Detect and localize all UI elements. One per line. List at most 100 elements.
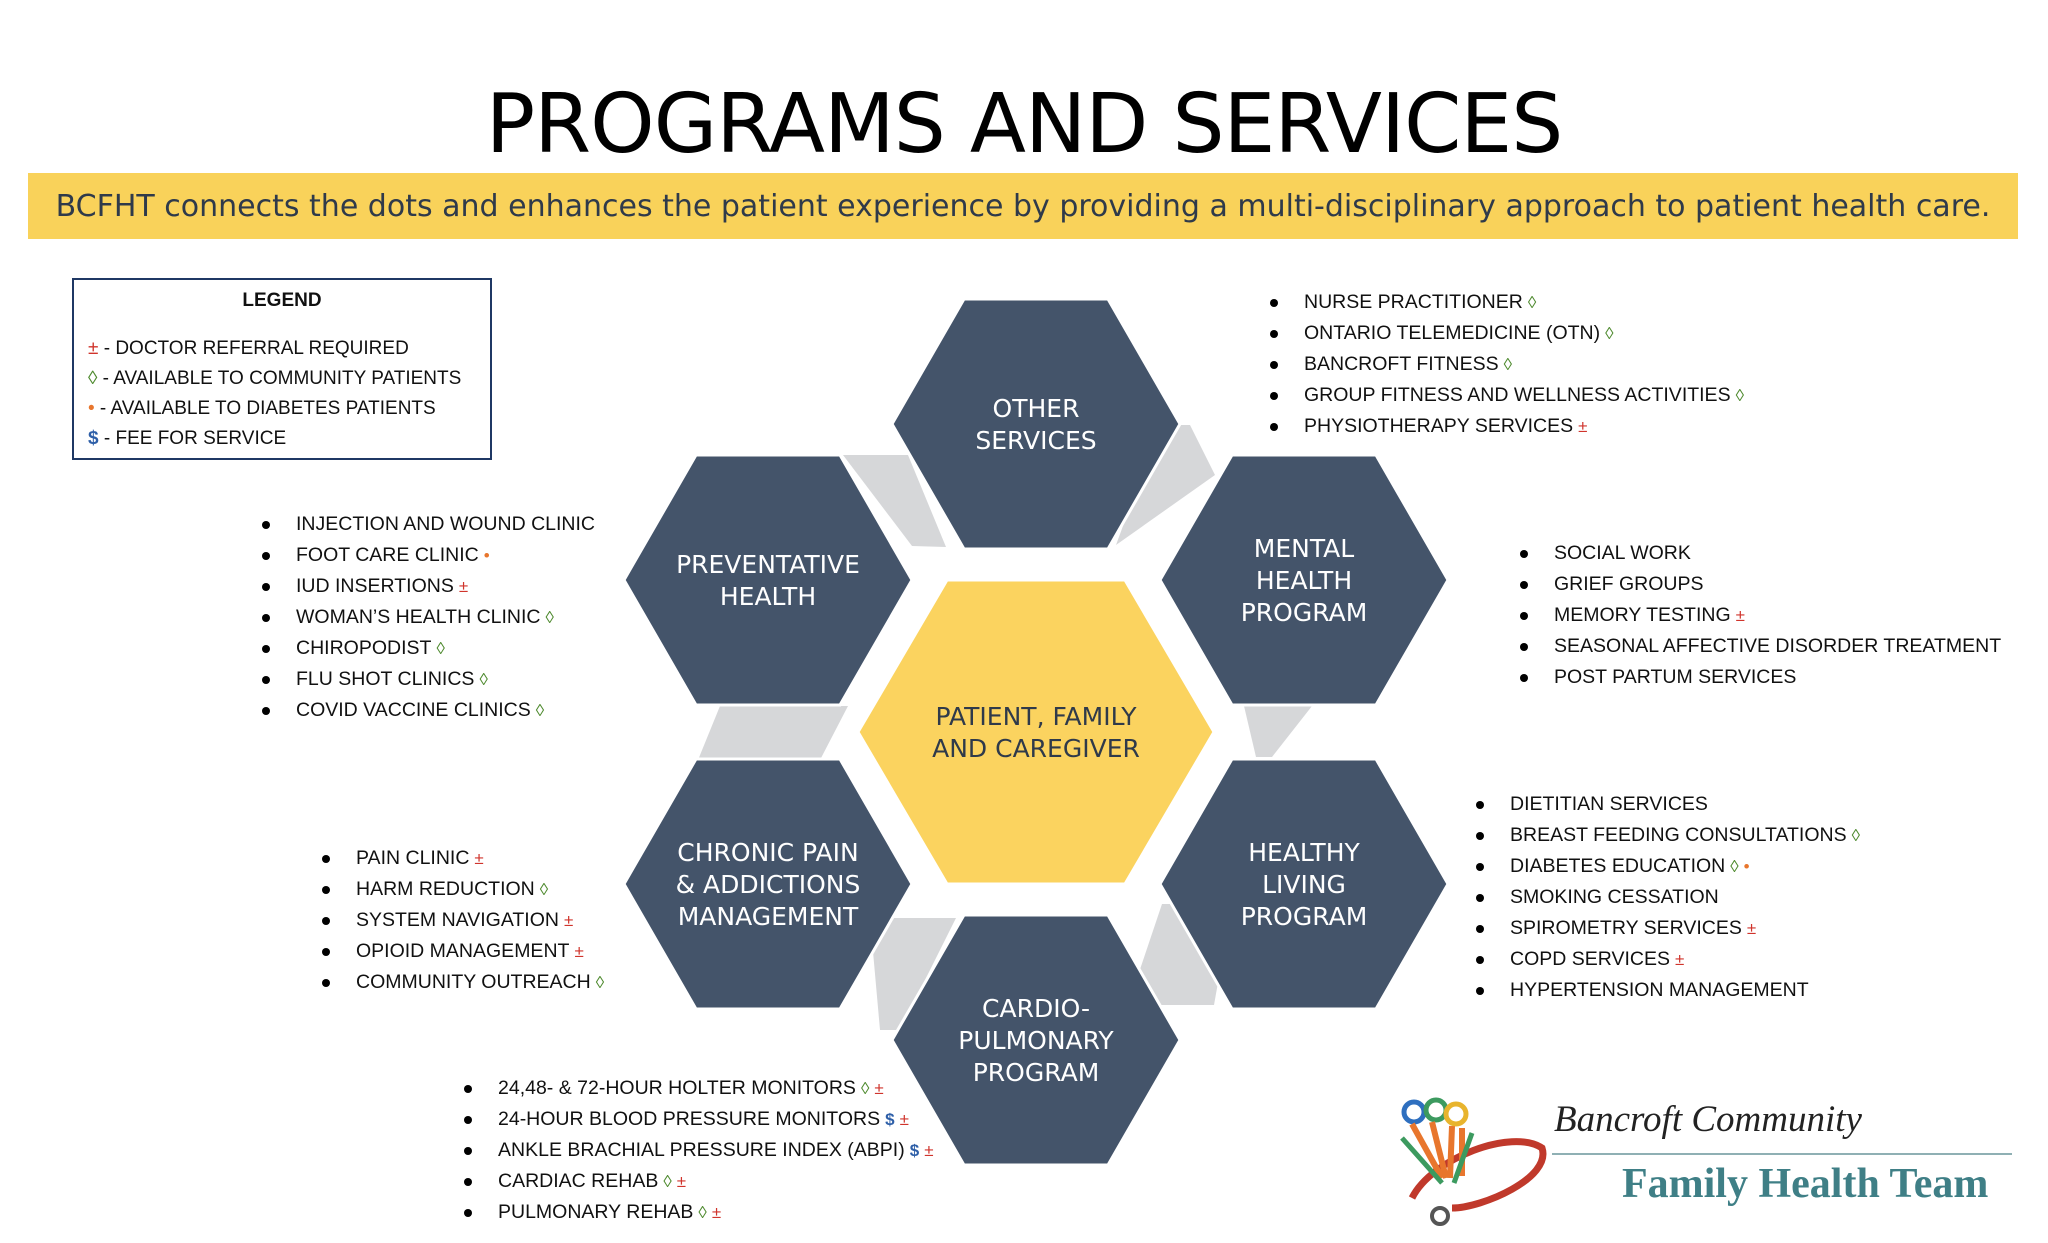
hexagon-healthy-label-line-3: PROGRAM: [1241, 902, 1368, 931]
service-label: DIABETES EDUCATION: [1510, 855, 1726, 877]
hexagon-mental-label-line-2: HEALTH: [1256, 566, 1352, 595]
legend-title: LEGEND: [242, 290, 322, 311]
list-item: OPIOID MANAGEMENT±: [318, 936, 604, 967]
referral-mark: ±: [474, 849, 484, 868]
legend-item-diabetes: • - AVAILABLE TO DIABETES PATIENTS: [88, 394, 476, 424]
list-item: WOMAN’S HEALTH CLINIC◊: [258, 602, 595, 633]
list-item: GROUP FITNESS AND WELLNESS ACTIVITIES◊: [1266, 380, 1744, 411]
list-item: SMOKING CESSATION: [1472, 882, 1860, 913]
legend-label: - AVAILABLE TO DIABETES PATIENTS: [94, 398, 436, 419]
hexagon-chronic: [622, 757, 914, 1011]
legend-item-fee: $ - FEE FOR SERVICE: [88, 424, 476, 454]
community-mark: ◊: [479, 670, 488, 689]
connector-6: [698, 706, 848, 760]
referral-symbol: ±: [88, 338, 99, 359]
service-label: ANKLE BRACHIAL PRESSURE INDEX (ABPI): [498, 1139, 905, 1161]
referral-mark: ±: [899, 1110, 909, 1129]
service-label: PHYSIOTHERAPY SERVICES: [1304, 415, 1574, 437]
connector-3: [1244, 706, 1312, 757]
service-label: PAIN CLINIC: [356, 847, 470, 869]
service-label: HYPERTENSION MANAGEMENT: [1510, 979, 1809, 1001]
list-item: DIETITIAN SERVICES: [1472, 789, 1860, 820]
community-mark: ◊: [1527, 293, 1537, 312]
service-label: GRIEF GROUPS: [1554, 573, 1704, 595]
chronic-pain-list: PAIN CLINIC±HARM REDUCTION◊SYSTEM NAVIGA…: [318, 843, 604, 998]
logo-divider: [1552, 1153, 2012, 1155]
hexagon-cardio-label-line-2: PULMONARY: [958, 1026, 1114, 1055]
other-services-list: NURSE PRACTITIONER◊ ONTARIO TELEMEDICINE …: [1266, 287, 1744, 442]
list-item: HYPERTENSION MANAGEMENT: [1472, 975, 1860, 1006]
hexagon-chronic-label-line-3: MANAGEMENT: [678, 902, 859, 931]
service-label: NURSE PRACTITIONER: [1304, 291, 1523, 313]
list-item: ONTARIO TELEMEDICINE (OTN)◊: [1266, 318, 1744, 349]
service-label: OPIOID MANAGEMENT: [356, 940, 570, 962]
hexagon-cardio: [890, 913, 1182, 1167]
hexagon-center-label-line-2: AND CAREGIVER: [932, 734, 1140, 763]
hexagon-preventative: [622, 453, 914, 707]
hexagon-mental-label-line-3: PROGRAM: [1241, 598, 1368, 627]
hexagon-center-label-line-1: PATIENT, FAMILY: [936, 702, 1138, 731]
legend-label: - DOCTOR REFERRAL REQUIRED: [98, 338, 409, 359]
list-item: COMMUNITY OUTREACH◊: [318, 967, 604, 998]
referral-mark: ±: [458, 577, 469, 596]
community-symbol: ◊: [88, 368, 98, 389]
service-label: HARM REDUCTION: [356, 878, 535, 900]
list-item: SYSTEM NAVIGATION±: [318, 905, 604, 936]
diabetes-mark: •: [483, 546, 490, 565]
community-mark: ◊: [860, 1079, 870, 1098]
list-item: CARDIAC REHAB◊±: [460, 1166, 934, 1197]
service-label: DIETITIAN SERVICES: [1510, 793, 1708, 815]
subtitle: BCFHT connects the dots and enhances the…: [55, 188, 1991, 224]
legend-label: - FEE FOR SERVICE: [98, 428, 287, 449]
legend-item-referral: ± - DOCTOR REFERRAL REQUIRED: [88, 334, 476, 364]
hexagon-connectors: [698, 425, 1312, 1030]
service-label: SPIROMETRY SERVICES: [1510, 917, 1742, 939]
referral-mark: ±: [563, 911, 574, 930]
hexagon-other: [890, 297, 1182, 551]
hexagons: OTHERSERVICESMENTALHEALTHPROGRAMHEALTHYL…: [622, 297, 1450, 1167]
referral-mark: ±: [924, 1141, 934, 1160]
list-item: HARM REDUCTION◊: [318, 874, 604, 905]
list-item: MEMORY TESTING±: [1516, 600, 2001, 631]
service-label: FOOT CARE CLINIC: [296, 544, 479, 566]
hexagon-healthy: [1158, 757, 1450, 1011]
hexagon-healthy-label-line-1: HEALTHY: [1248, 838, 1360, 867]
service-label: 24-HOUR BLOOD PRESSURE MONITORS: [498, 1108, 881, 1130]
fee-mark: $: [885, 1110, 895, 1129]
fee-symbol: $: [88, 428, 99, 449]
community-mark: ◊: [436, 639, 445, 658]
hexagon-chronic-label-line-2: & ADDICTIONS: [676, 870, 861, 899]
service-label: COMMUNITY OUTREACH: [356, 971, 591, 993]
service-label: COPD SERVICES: [1510, 948, 1671, 970]
connector-5: [870, 918, 956, 1030]
service-label: INJECTION AND WOUND CLINIC: [296, 513, 596, 535]
logo-name-line1: Bancroft Community: [1554, 1099, 1862, 1140]
service-label: POST PARTUM SERVICES: [1554, 666, 1797, 688]
list-item: COVID VACCINE CLINICS◊: [258, 695, 595, 726]
service-label: GROUP FITNESS AND WELLNESS ACTIVITIES: [1304, 384, 1731, 406]
hexagon-cardio-label-line-1: CARDIO-: [982, 994, 1090, 1023]
service-label: FLU SHOT CLINICS: [296, 668, 475, 690]
list-item: BREAST FEEDING CONSULTATIONS◊: [1472, 820, 1860, 851]
hexagon-center: [856, 578, 1216, 886]
service-label: BREAST FEEDING CONSULTATIONS: [1510, 824, 1847, 846]
list-item: INJECTION AND WOUND CLINIC: [258, 509, 595, 540]
diabetes-mark: •: [1743, 857, 1750, 876]
list-item: GRIEF GROUPS: [1516, 569, 2001, 600]
logo-figures-icon: [1400, 1097, 1547, 1226]
diabetes-symbol: •: [88, 398, 95, 419]
list-item: BANCROFT FITNESS◊: [1266, 349, 1744, 380]
cardio-pulmonary-list: 24,48- & 72-HOUR HOLTER MONITORS◊±24-HOU…: [460, 1073, 934, 1228]
service-label: SYSTEM NAVIGATION: [356, 909, 559, 931]
list-item: IUD INSERTIONS±: [258, 571, 595, 602]
list-item: CHIROPODIST◊: [258, 633, 595, 664]
hexagon-preventative-label-line-2: HEALTH: [720, 582, 816, 611]
hexagon-cardio-label-line-3: PROGRAM: [973, 1058, 1100, 1087]
service-label: SMOKING CESSATION: [1510, 886, 1719, 908]
list-item: FOOT CARE CLINIC•: [258, 540, 595, 571]
referral-mark: ±: [1675, 950, 1685, 969]
community-mark: ◊: [1730, 857, 1739, 876]
referral-mark: ±: [574, 942, 584, 961]
list-item: 24-HOUR BLOOD PRESSURE MONITORS$±: [460, 1104, 934, 1135]
logo-name-line2: Family Health Team: [1622, 1161, 1989, 1207]
